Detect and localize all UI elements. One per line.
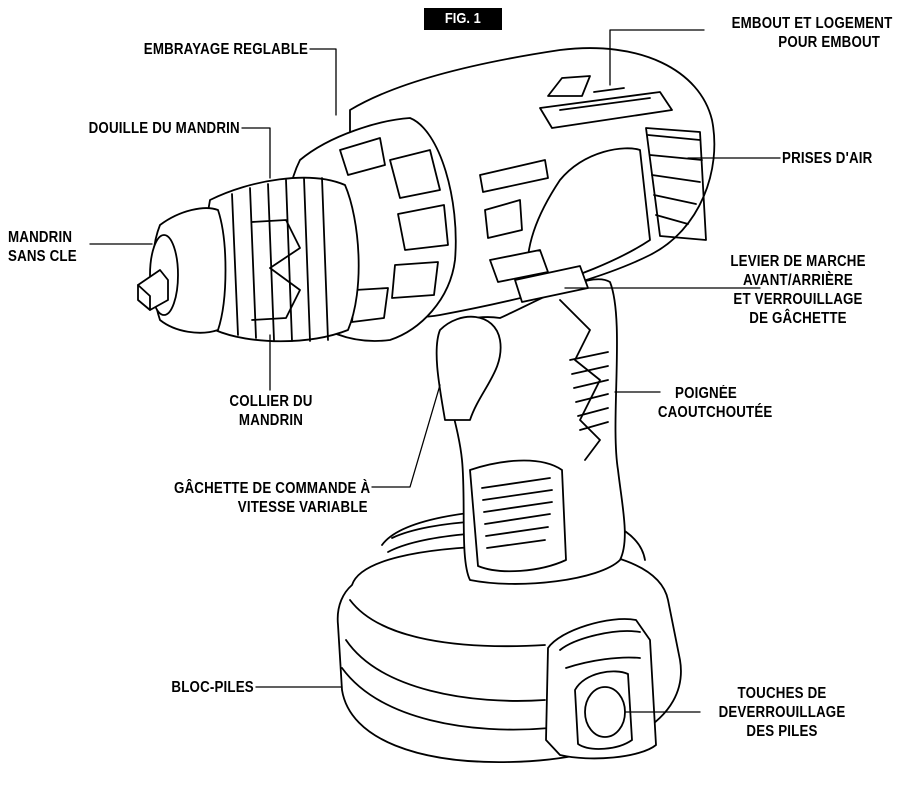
label-gachette: GÂCHETTE DE COMMANDE À bbox=[173, 480, 370, 497]
leader-gachette bbox=[371, 384, 441, 488]
label-prises-d-air: PRISES D'AIR bbox=[782, 150, 873, 167]
leader-embrayage bbox=[309, 48, 337, 116]
label-touches-deverrouillage: TOUCHES DE DEVERROUILLAGE DES PILES bbox=[718, 685, 846, 740]
label-poignee-caoutchoutee: POIGNÉE CAOUTCHOUTÉE bbox=[657, 385, 773, 421]
label-embout-et-logement: EMBOUT ET LOGEMENT POUR EMBOUT bbox=[731, 15, 893, 51]
battery-release-button-icon bbox=[584, 686, 626, 738]
label-levier-marche: LEVIER DE MARCHE AVANT/ARRIÈRE ET VERROU… bbox=[730, 253, 866, 327]
figure-title: FIG. 1 bbox=[424, 8, 502, 30]
label-bloc-piles: BLOC-PILES bbox=[171, 679, 254, 696]
leader-embout bbox=[609, 29, 705, 86]
leader-douille bbox=[241, 127, 271, 179]
label-collier-du-mandrin: COLLIER DU MANDRIN bbox=[229, 393, 313, 429]
label-mandrin-sans-cle: MANDRIN SANS CLE bbox=[8, 229, 77, 265]
label-embrayage-reglable: EMBRAYAGE REGLABLE bbox=[143, 41, 308, 58]
chuck bbox=[137, 176, 360, 343]
grip-handle bbox=[435, 278, 626, 585]
label-gachette-line2: VITESSE VARIABLE bbox=[237, 499, 368, 516]
battery-pack bbox=[336, 508, 682, 763]
trigger-icon bbox=[435, 315, 502, 421]
label-douille-du-mandrin: DOUILLE DU MANDRIN bbox=[88, 120, 240, 137]
leader-lines bbox=[89, 29, 781, 713]
